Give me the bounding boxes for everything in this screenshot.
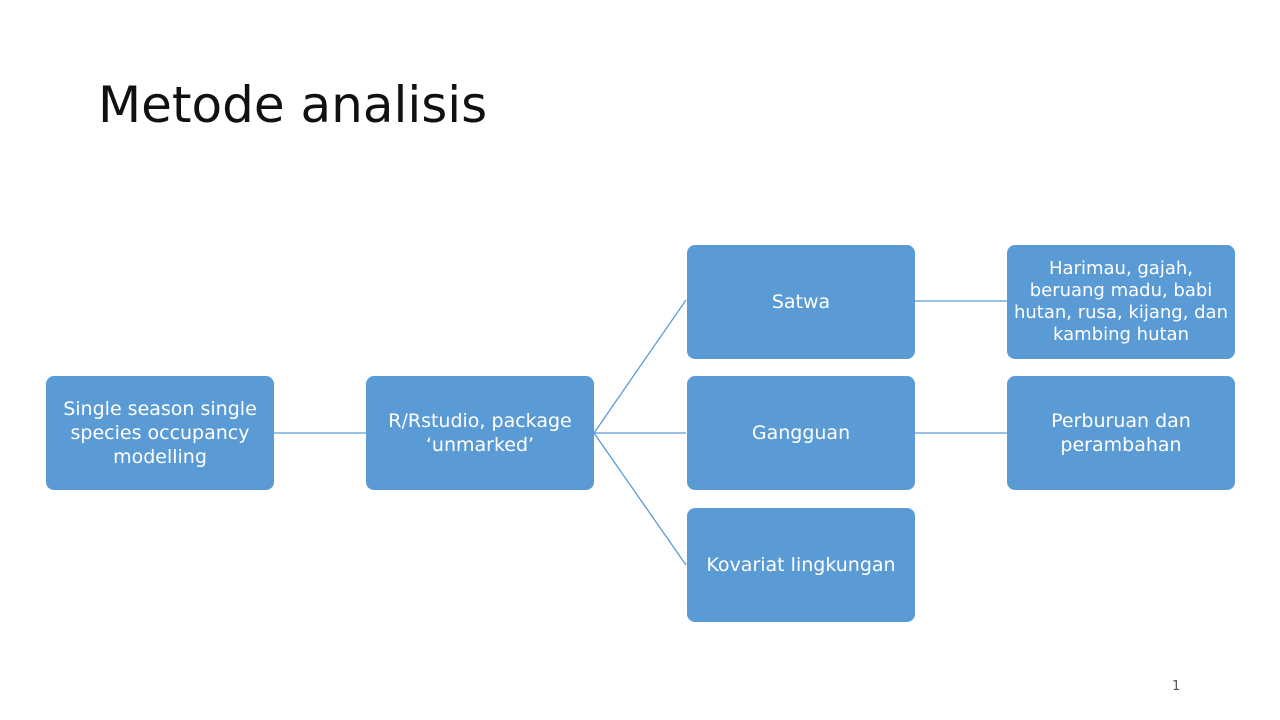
connector-tool-to-satwa	[593, 299, 687, 434]
category-label-satwa: Satwa	[771, 291, 831, 313]
connector-tool-to-kovariat	[593, 432, 687, 566]
detail-label-satwa: Harimau, gajah, beruang madu, babi hutan…	[1013, 258, 1228, 345]
category-box-kovariat: Kovariat lingkungan	[687, 508, 915, 622]
root-box-label: Single season single species occupancy m…	[63, 398, 257, 468]
category-box-gangguan: Gangguan	[687, 376, 915, 490]
detail-box-gangguan: Perburuan dan perambahan	[1007, 376, 1235, 490]
root-box: Single season single species occupancy m…	[46, 376, 274, 490]
category-label-gangguan: Gangguan	[751, 422, 851, 444]
detail-box-satwa: Harimau, gajah, beruang madu, babi hutan…	[1007, 245, 1235, 359]
detail-label-gangguan: Perburuan dan perambahan	[1051, 410, 1191, 456]
tool-box: R/Rstudio, package ‘unmarked’	[366, 376, 594, 490]
category-box-satwa: Satwa	[687, 245, 915, 359]
slide-title: Metode analisis	[98, 76, 488, 134]
page-number: 1	[1172, 679, 1181, 694]
category-label-kovariat: Kovariat lingkungan	[706, 554, 896, 576]
tool-box-label: R/Rstudio, package ‘unmarked’	[388, 410, 572, 456]
